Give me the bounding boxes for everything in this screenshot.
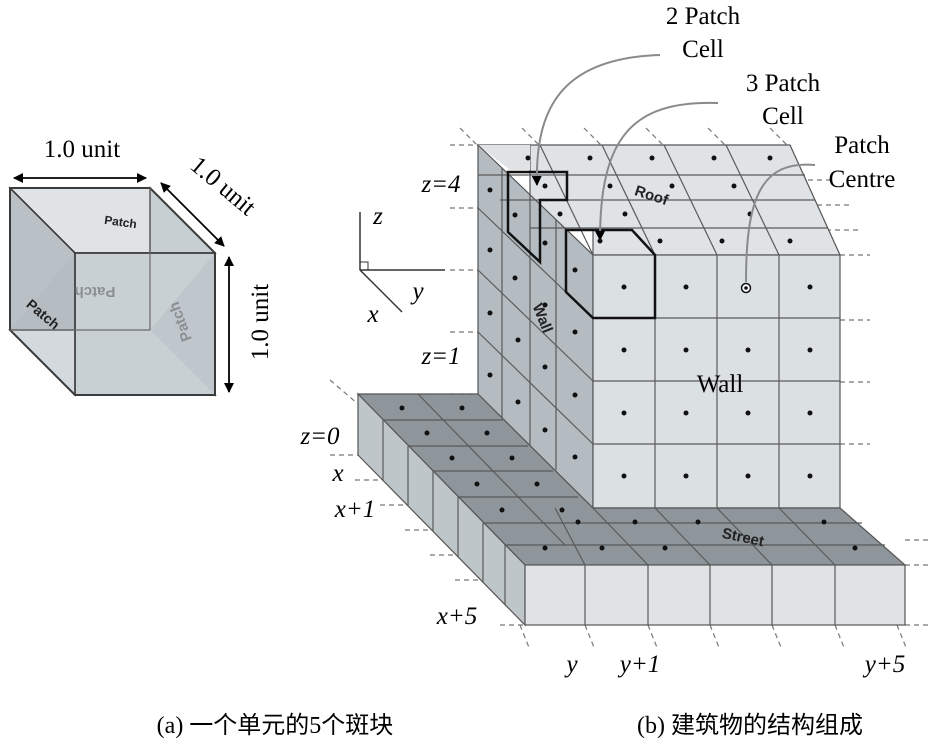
- two-patch-label: 2 Patch: [666, 3, 741, 30]
- axis-y-label: y: [409, 278, 424, 305]
- x-label: x: [331, 460, 343, 487]
- caption-a: (a) 一个单元的5个斑块: [157, 712, 394, 739]
- x-plus-5-label: x+5: [436, 603, 477, 630]
- axis-x-label: x: [366, 301, 378, 328]
- three-patch-cell-label: Cell: [762, 103, 804, 130]
- caption-b: (b) 建筑物的结构组成: [637, 712, 863, 739]
- front-wall-label: Wall: [697, 371, 744, 398]
- width-label: 1.0 unit: [44, 136, 120, 163]
- two-patch-cell-outline: [506, 170, 569, 265]
- patch-centre-label-2: Centre: [829, 166, 896, 193]
- y-label: y: [563, 651, 578, 678]
- patch-centre-callout-line: [745, 163, 816, 283]
- axis-gizmo: [359, 212, 445, 313]
- patch-label-back: Patch: [75, 283, 116, 300]
- three-patch-callout-line: [595, 101, 719, 241]
- building-structure: Roof Wall Wall Street: [329, 127, 930, 651]
- z0-label: z=0: [299, 423, 340, 450]
- three-patch-label: 3 Patch: [746, 70, 821, 97]
- two-patch-cell-label: Cell: [682, 36, 724, 63]
- x-plus-1-label: x+1: [334, 496, 375, 523]
- z1-label: z=1: [420, 343, 460, 370]
- y-plus-5-label: y+5: [862, 651, 905, 678]
- height-label: 1.0 unit: [247, 284, 274, 360]
- y-plus-1-label: y+1: [617, 651, 660, 678]
- street-front-face: [524, 564, 906, 626]
- unit-cube: Patch Patch Patch Patch: [8, 186, 217, 397]
- patch-centre-label-1: Patch: [834, 132, 890, 159]
- patch-label-top: Patch: [103, 213, 137, 231]
- side-wall-grid: [477, 168, 594, 470]
- z4-label: z=4: [420, 171, 460, 198]
- two-patch-callout-line: [531, 54, 661, 186]
- street-grid: [382, 393, 885, 625]
- three-patch-cell-outline: [564, 228, 657, 320]
- depth-label: 1.0 unit: [185, 151, 261, 221]
- depth-dimension-arrow: [160, 182, 225, 247]
- axis-z-label: z: [372, 203, 383, 230]
